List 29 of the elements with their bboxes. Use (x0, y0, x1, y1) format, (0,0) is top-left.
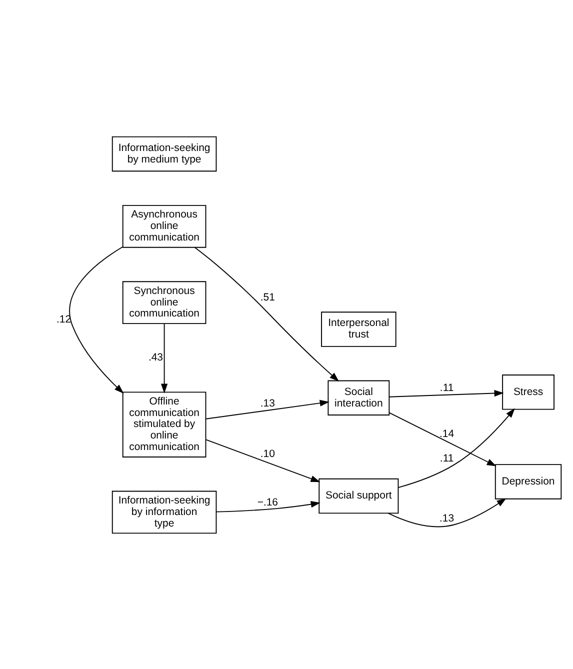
node-box: Synchronous online communication (122, 280, 206, 324)
node-box: Offline communication stimulated by online communication (122, 391, 206, 457)
node-box: Social support (318, 478, 399, 514)
edge-label: .51 (260, 292, 275, 304)
node-box: Information-seeking by medium type (112, 136, 217, 172)
node-box: Information-seeking by information type (112, 490, 217, 534)
node-box: Depression (494, 464, 562, 499)
arrow (206, 438, 320, 482)
edge-label: −.16 (257, 496, 278, 508)
arrow (388, 412, 496, 466)
node-box: Asynchronous online communication (122, 204, 206, 248)
edge-label: .14 (440, 428, 454, 440)
arrow (194, 246, 340, 382)
node-box: Interpersonal trust (321, 311, 396, 346)
node-box: Social interaction (328, 380, 390, 416)
node-box: Stress (502, 374, 554, 410)
edge-label: .13 (440, 513, 454, 524)
edge-label: .11 (440, 453, 454, 464)
edge-label: .10 (260, 448, 275, 460)
arrow (160, 322, 168, 393)
edge-label: .11 (440, 382, 454, 394)
edge-label: .43 (148, 352, 164, 364)
arrow (398, 408, 515, 488)
arrow (69, 246, 124, 394)
edge-label: .13 (260, 398, 275, 409)
arrow (388, 498, 506, 527)
arrow (206, 399, 330, 419)
arrow (388, 389, 504, 397)
arrow (216, 500, 320, 512)
